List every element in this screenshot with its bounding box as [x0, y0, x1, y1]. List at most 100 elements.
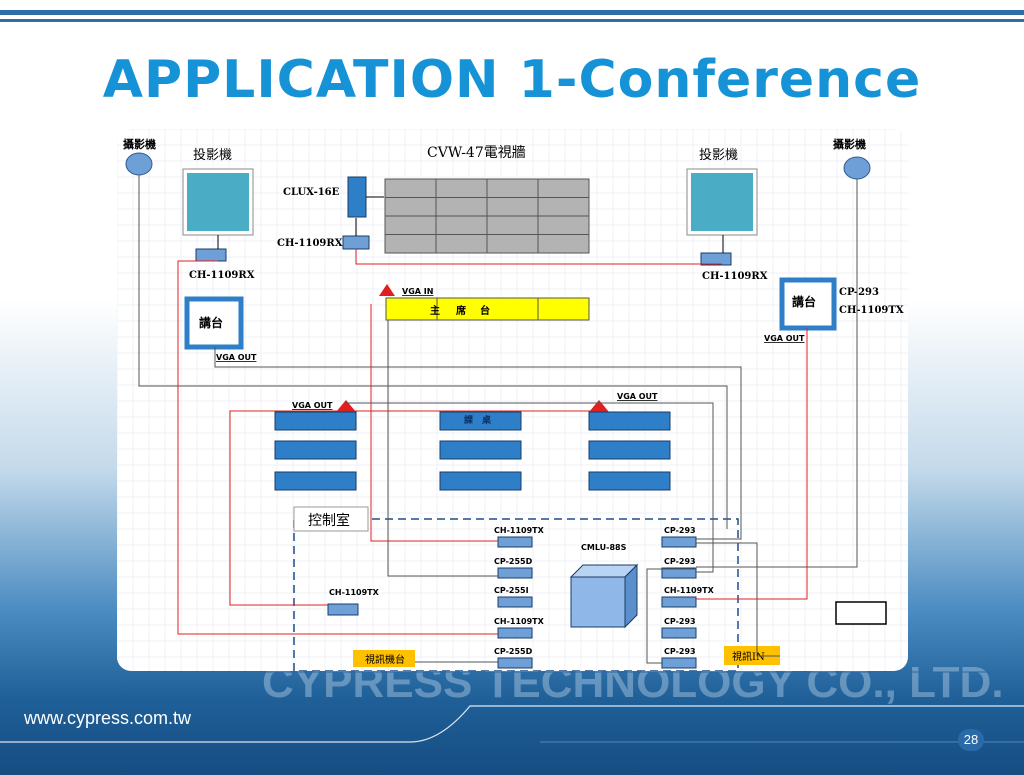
video-wall-panel	[537, 197, 590, 217]
right-label: CP-293	[664, 617, 696, 626]
video-wall-panel	[486, 197, 539, 217]
vga-out-desk-left-marker	[336, 400, 356, 412]
camera-right-icon	[843, 156, 871, 180]
tx-left-device	[327, 603, 359, 616]
desk	[588, 411, 671, 431]
right-device	[661, 567, 697, 579]
projector-right-label: 投影機	[699, 147, 738, 163]
signal-wire	[355, 249, 722, 265]
rx-wall-device	[342, 235, 370, 250]
right-label: CP-293	[664, 557, 696, 566]
desk	[588, 471, 671, 491]
center-label: CH-1109TX	[494, 526, 545, 535]
cmlu-label: CMLU-88S	[581, 543, 627, 552]
center-device	[497, 596, 533, 608]
center-device	[497, 567, 533, 579]
camera-right-label: 攝影機	[833, 137, 866, 151]
footer-url[interactable]: www.cypress.com.tw	[24, 708, 192, 728]
signal-wire	[346, 402, 714, 573]
projector-left	[182, 168, 254, 236]
video-wall-panel	[537, 234, 590, 254]
clux-label: CLUX-16E	[283, 187, 340, 198]
top-rule-thin	[0, 19, 1024, 22]
lecture-desk-label: 課 桌	[464, 414, 492, 426]
podium-left	[184, 296, 244, 350]
podium-left-label: 講台	[199, 315, 223, 330]
right-device	[661, 536, 697, 548]
control-room-tag	[293, 506, 369, 532]
video-conf-in-tag	[724, 646, 780, 665]
video-wall-panel	[486, 178, 539, 198]
empty-box	[835, 601, 887, 625]
tx-right-label: CH-1109TX	[839, 305, 904, 316]
video-wall-panel	[435, 234, 488, 254]
video-wall-panel	[435, 215, 488, 235]
clux-device	[347, 176, 367, 218]
top-rule	[0, 10, 1024, 15]
right-label: CP-293	[664, 647, 696, 656]
podium-right-label: 講台	[792, 294, 816, 309]
video-wall-panel	[384, 215, 437, 235]
video-conf-device-tag	[353, 650, 415, 667]
video-wall-panel	[384, 234, 437, 254]
vga-in-label: VGA IN	[402, 287, 433, 296]
video-conf-device-label: 視訊機台	[365, 653, 405, 666]
video-wall-panel	[435, 178, 488, 198]
tx-left-label: CH-1109TX	[329, 588, 380, 597]
signal-wire	[696, 542, 780, 657]
desk	[274, 411, 357, 431]
vga-out-podium-right: VGA OUT	[764, 334, 805, 343]
signal-wire	[646, 568, 696, 664]
right-device	[661, 627, 697, 639]
cp293-right-label: CP-293	[839, 287, 879, 298]
conference-diagram: 投影機 投影機 攝影機 攝影機 CVW-47電視牆 CLUX-16E CH-11…	[117, 129, 908, 671]
video-wall	[384, 178, 590, 254]
signal-wire	[387, 320, 498, 577]
right-label: CH-1109TX	[664, 586, 715, 595]
rx-right-device	[700, 252, 732, 266]
desk	[439, 440, 522, 460]
center-label: CP-255I	[494, 586, 529, 595]
signal-wire	[229, 406, 600, 606]
desk	[439, 411, 522, 431]
video-wall-panel	[435, 197, 488, 217]
right-device	[661, 657, 697, 669]
rx-right-label: CH-1109RX	[702, 271, 768, 282]
camera-left-label: 攝影機	[123, 137, 156, 151]
desk	[439, 471, 522, 491]
video-wall-label: CVW-47電視牆	[427, 145, 526, 161]
center-device	[497, 627, 533, 639]
camera-left-icon	[125, 152, 153, 176]
signal-wire	[177, 260, 498, 635]
video-wall-panel	[537, 215, 590, 235]
signal-wire	[214, 347, 742, 540]
chairman-char-2: 席	[456, 304, 466, 317]
video-wall-panel	[384, 197, 437, 217]
desk-rows	[274, 411, 671, 491]
center-label: CP-255D	[494, 557, 533, 566]
chairman-table	[385, 297, 590, 321]
chairman-char-3: 台	[480, 304, 490, 317]
signal-wire	[370, 304, 498, 542]
slide-title: APPLICATION 1-Conference	[102, 50, 922, 110]
rx-left-label: CH-1109RX	[189, 270, 255, 281]
video-wall-panel	[384, 178, 437, 198]
right-device	[661, 596, 697, 608]
rx-wall-label: CH-1109RX	[277, 238, 343, 249]
vga-out-desk-left: VGA OUT	[292, 401, 333, 410]
projector-right	[686, 168, 758, 236]
video-wall-panel	[486, 215, 539, 235]
desk	[274, 471, 357, 491]
rx-left-device	[195, 248, 227, 262]
right-label: CP-293	[664, 526, 696, 535]
projector-screen-left	[187, 173, 249, 231]
video-wall-panel	[537, 178, 590, 198]
signal-wire	[138, 175, 728, 529]
vga-in-marker	[379, 284, 395, 296]
signal-wires	[138, 175, 858, 664]
center-device	[497, 657, 533, 669]
desk	[274, 440, 357, 460]
